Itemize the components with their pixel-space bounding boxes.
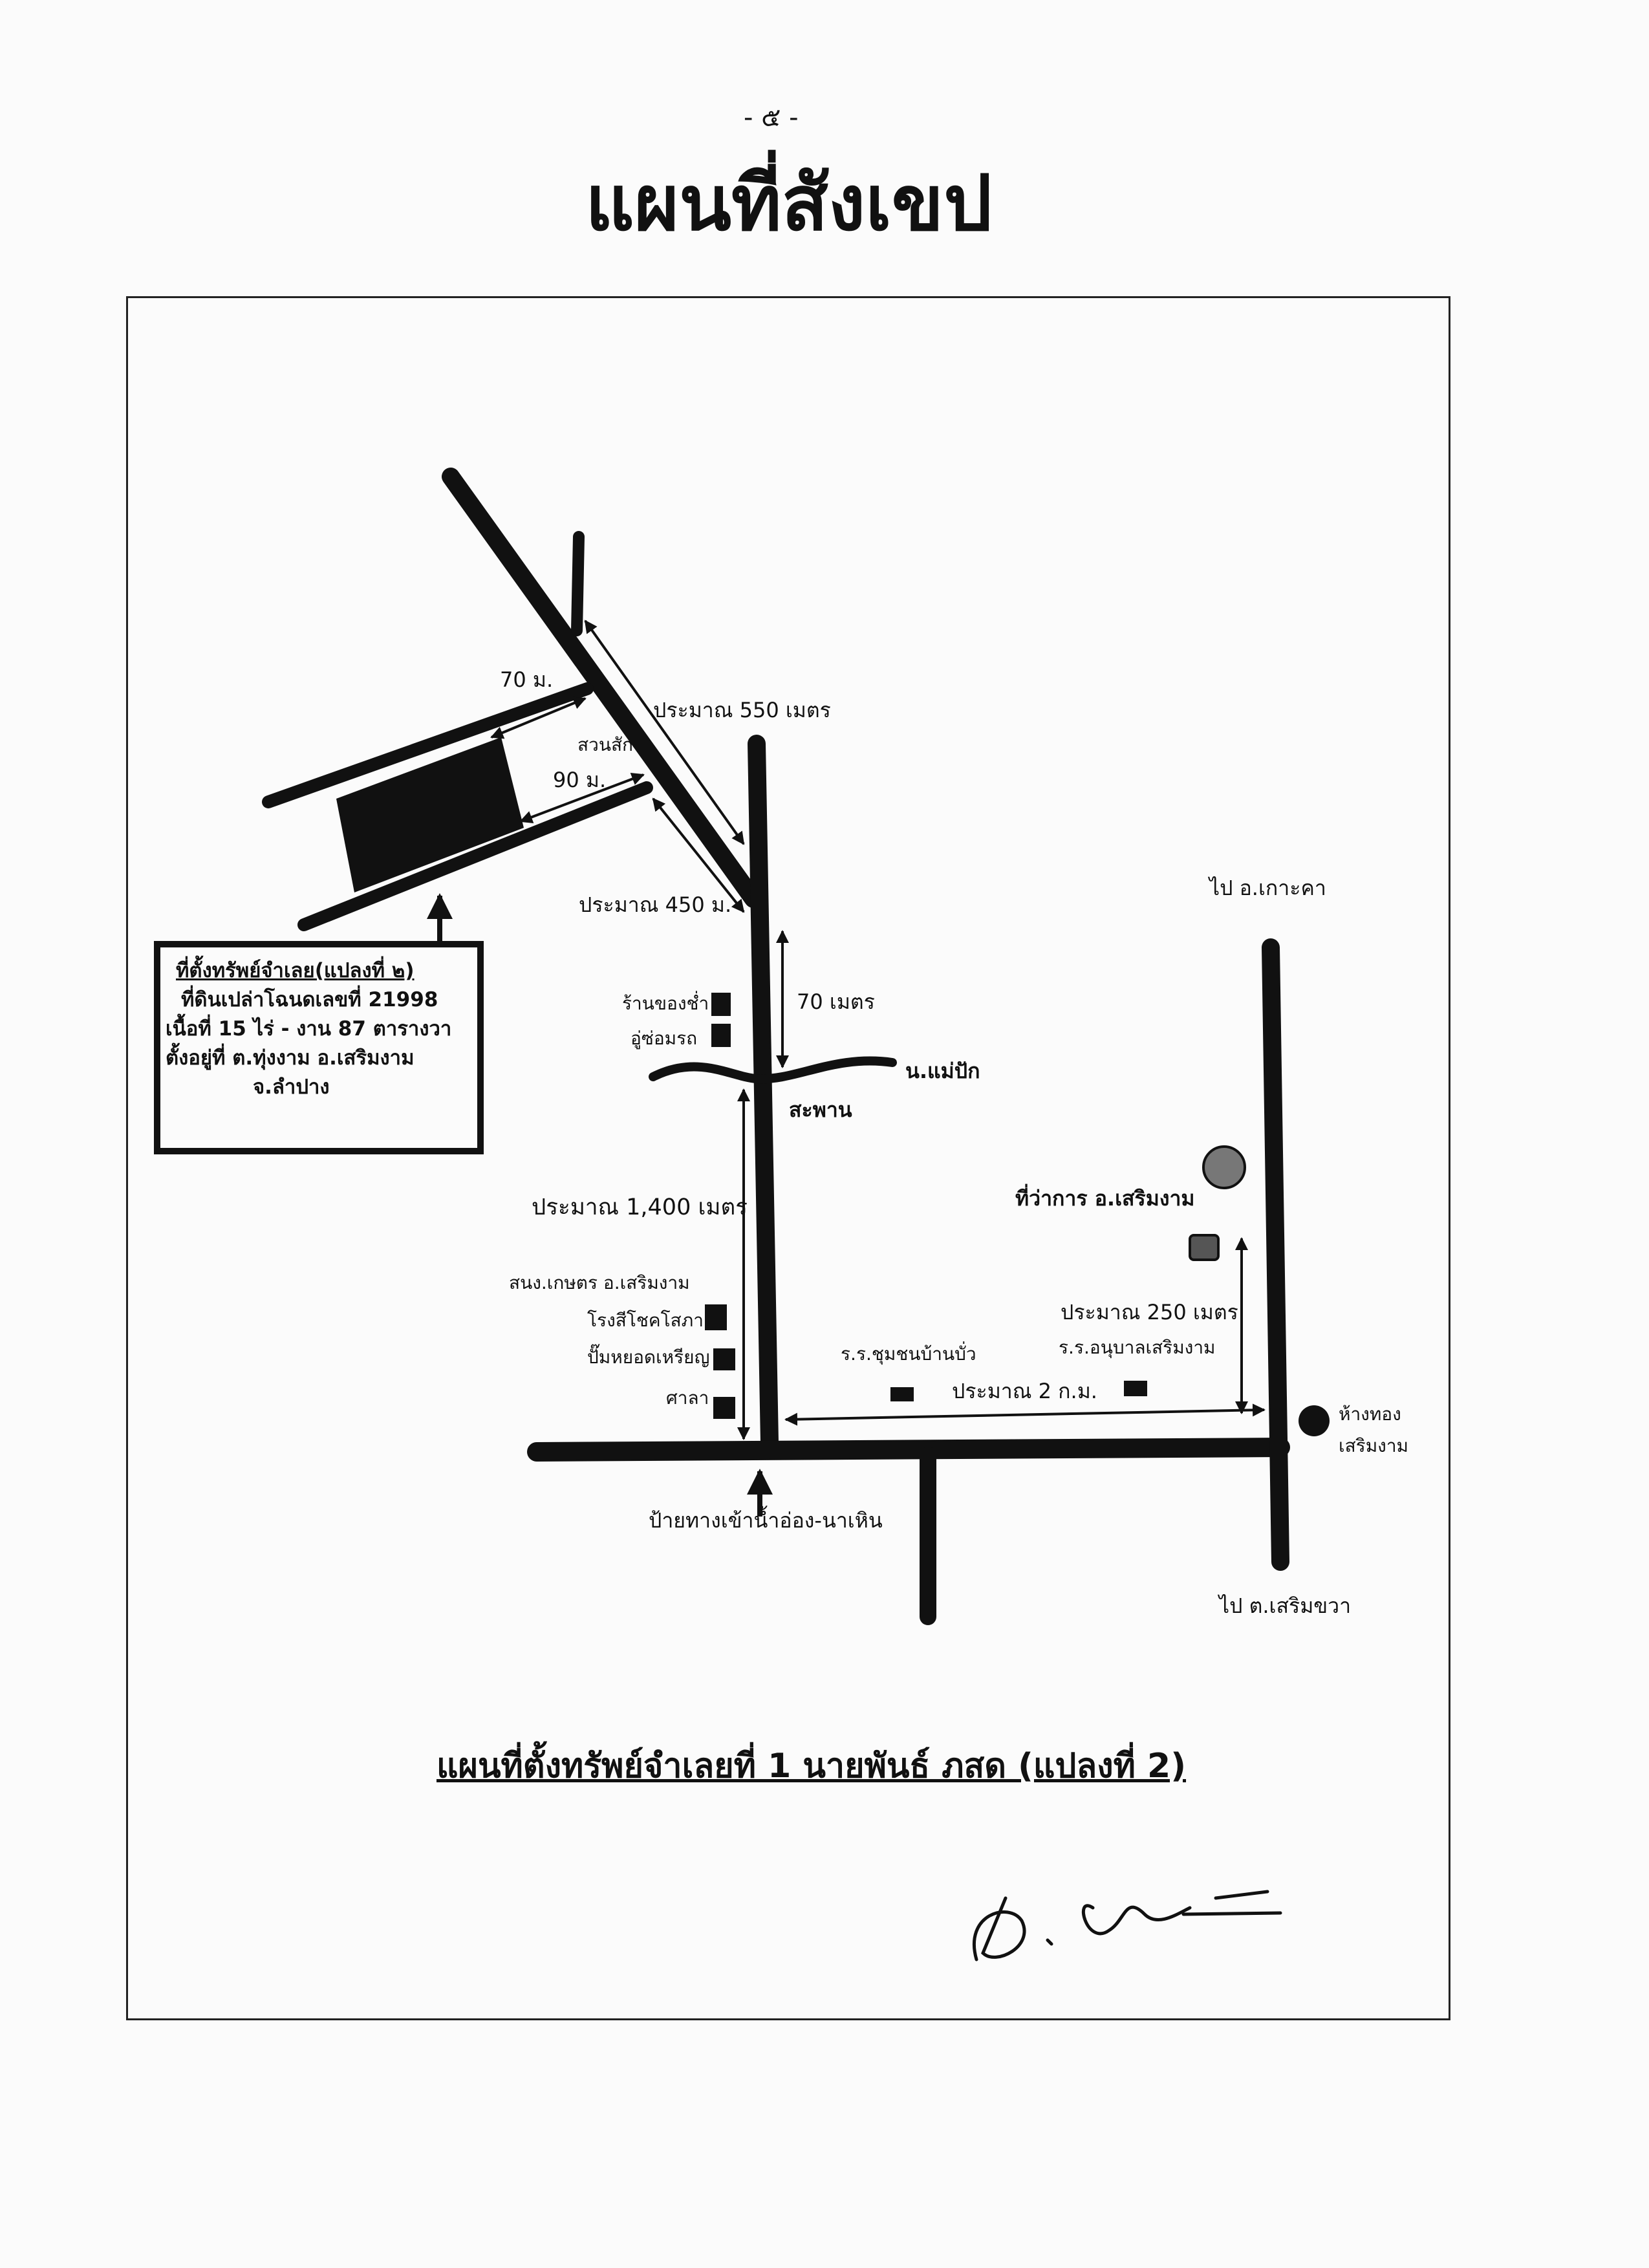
arrow-550 (584, 620, 745, 845)
label-kindergarten: ร.ร.อนุบาลเสริมงาม (1059, 1337, 1216, 1358)
shop-marker (711, 993, 731, 1016)
signature-mark (973, 1890, 1282, 1961)
road-east-ns (1262, 938, 1289, 1571)
label-shop: ร้านของช่ำ (622, 993, 709, 1014)
arrow-70m (490, 697, 587, 739)
label-gold-shop-1: ห้างทอง (1339, 1403, 1401, 1425)
district-office-icon (1202, 1145, 1246, 1189)
label-district-office: ที่ว่าการ อ.เสริมงาม (1015, 1186, 1195, 1211)
map-frame (126, 296, 1450, 2020)
label-approx-250: ประมาณ 250 เมตร (1061, 1300, 1238, 1324)
label-garage: อู่ซ่อมรถ (630, 1028, 698, 1049)
label-90m: 90 ม. (553, 768, 607, 792)
arrow-2km (784, 1403, 1266, 1426)
label-community-school: ร.ร.ชุมชนบ้านบั่ว (841, 1343, 976, 1365)
property-info-line3: ตั้งอยู่ที่ ต.ทุ่งงาม อ.เสริมงาม (166, 1046, 415, 1070)
property-info-heading: ที่ตั้งทรัพย์จำเลย(แปลงที่ ๒) (176, 959, 415, 982)
arrow-450 (652, 797, 745, 913)
kindergarten-icon (1124, 1381, 1147, 1396)
label-agri-office: สนง.เกษตร อ.เสริมงาม (509, 1272, 690, 1293)
label-sala: ศาลา (666, 1387, 709, 1409)
label-to-serm-khwa: ไป ต.เสริมขวา (1219, 1593, 1352, 1618)
school-icon (890, 1387, 914, 1401)
land-plot (336, 737, 524, 892)
label-gold-shop-2: เสริมงาม (1339, 1435, 1409, 1456)
label-approx-550: ประมาณ 550 เมตร (653, 698, 831, 722)
label-junction-sign: ป้ายทางเข้าน้ำอ่อง-นาเหิน (649, 1508, 883, 1533)
label-approx-450: ประมาณ 450 ม. (579, 892, 732, 917)
garage-marker (711, 1024, 731, 1047)
property-info-line1: ที่ดินเปล่าโฉนดเลขที่ 21998 (181, 988, 438, 1011)
label-70-meters: 70 เมตร (797, 989, 875, 1014)
road-east-west (527, 1438, 1290, 1462)
label-gas-station: ปั๊มหยอดเหรียญ (587, 1346, 710, 1368)
label-bridge: สะพาน (789, 1097, 852, 1122)
sala-marker (713, 1397, 735, 1419)
property-info-line4: จ.ลำปาง (253, 1075, 330, 1099)
gold-shop-marker (1299, 1405, 1330, 1436)
property-info-box: ที่ตั้งทรัพย์จำเลย(แปลงที่ ๒) ที่ดินเปล่… (154, 941, 484, 1154)
road-spur-top (571, 531, 585, 636)
road-north-south (748, 735, 779, 1451)
office-icon (1189, 1234, 1220, 1261)
gas-station-marker (713, 1348, 735, 1370)
label-approx-2km: ประมาณ 2 ก.ม. (952, 1379, 1097, 1403)
page-number: - ๕ - (744, 103, 799, 133)
page-title: แผนที่สังเขป (585, 158, 993, 248)
label-approx-1400: ประมาณ 1,400 เมตร (532, 1194, 748, 1220)
label-teak-garden: สวนสัก (577, 734, 633, 755)
label-to-ko-kha: ไป อ.เกาะคา (1209, 876, 1326, 900)
map-caption: แผนที่ตั้งทรัพย์จำเลยที่ 1 นายพันธ์ ภสด … (436, 1747, 1187, 1786)
label-70m: 70 ม. (500, 667, 554, 692)
label-river: น.แม่ปัก (905, 1059, 980, 1083)
river-line (649, 1056, 897, 1084)
rice-mill-marker (705, 1304, 727, 1330)
property-info-line2: เนื้อที่ 15 ไร่ - งาน 87 ตารางวา (166, 1017, 452, 1041)
label-rice-mill: โรงสีโชคโสภา (587, 1310, 704, 1331)
